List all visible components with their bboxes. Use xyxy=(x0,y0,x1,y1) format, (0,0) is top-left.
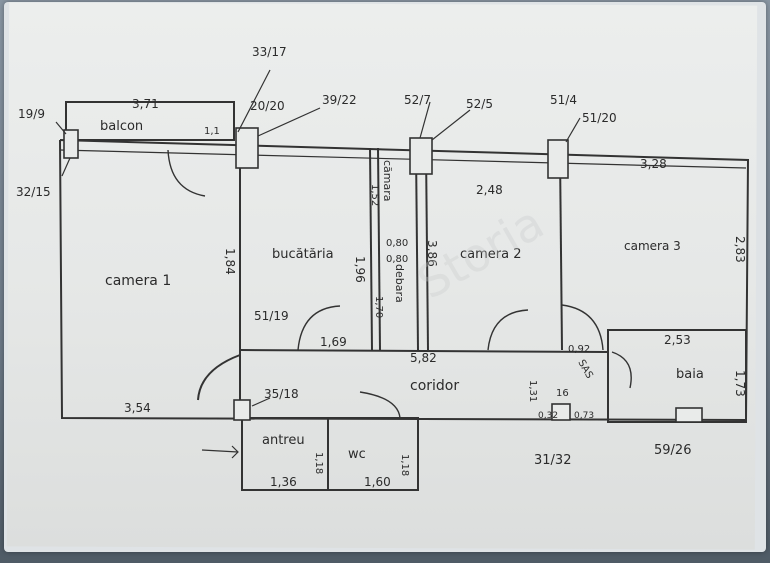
vent-labels: 19/9 32/15 33/17 20/20 39/22 52/7 52/5 5… xyxy=(16,45,691,468)
door-camera1 xyxy=(167,149,206,197)
label-kitchen: bucătăria xyxy=(272,247,334,262)
vent-label-6: 52/7 xyxy=(404,93,431,107)
dim-corridor-door: 0,92 xyxy=(568,344,590,355)
label-camera2: camera 2 xyxy=(460,247,522,262)
dim-kitchen-length: 1,69 xyxy=(320,335,347,349)
dim-corridor-stub: 1,31 xyxy=(527,380,538,402)
vent-shafts xyxy=(63,127,703,423)
vent-label-9: 51/20 xyxy=(582,111,617,125)
dim-balcony-width: 3,71 xyxy=(132,97,159,111)
vent-label-12: 31/32 xyxy=(534,453,571,468)
vent-label-1: 19/9 xyxy=(18,107,45,121)
dim-camera3-width: 3,28 xyxy=(640,157,667,171)
vent-label-3: 33/17 xyxy=(252,45,287,59)
dim-camera3-length: 2,83 xyxy=(733,236,747,263)
walls xyxy=(59,101,750,491)
vent-label-5: 39/22 xyxy=(322,93,357,107)
dim-corridor-length: 5,82 xyxy=(410,351,437,365)
label-bathroom: baia xyxy=(676,367,704,382)
label-camera1: camera 1 xyxy=(105,273,171,289)
dimension-labels: 3,71 1,1 1,84 3,54 1,69 1,96 1,52 0,80 0… xyxy=(124,97,747,489)
door-bath xyxy=(611,351,632,389)
label-pantry: cămara xyxy=(381,160,394,202)
label-entry: antreu xyxy=(262,433,305,448)
dim-wc-width: 1,60 xyxy=(364,475,391,489)
dim-bath-width: 2,53 xyxy=(664,333,691,347)
door-camera2 xyxy=(487,309,529,351)
vent-label-13: 59/26 xyxy=(654,443,691,458)
vent-label-11: 35/18 xyxy=(264,387,299,401)
vent-label-10: 51/19 xyxy=(254,309,289,323)
dim-wc-height: 1,18 xyxy=(399,454,410,476)
entrance-arrow xyxy=(201,449,239,453)
dim-storage-length: 1,70 xyxy=(373,296,384,318)
vent-label-8: 51/4 xyxy=(550,93,577,107)
dim-sas-small2: 0,73 xyxy=(574,411,594,421)
dim-bath-height: 1,73 xyxy=(733,370,747,397)
vent-label-4: 20/20 xyxy=(250,99,285,113)
vent-label-2: 32/15 xyxy=(16,185,51,199)
label-sas: SAS xyxy=(575,358,594,381)
dim-entry-width: 1,36 xyxy=(270,475,297,489)
dim-sas-small1: 0,32 xyxy=(538,411,558,421)
leader-lines xyxy=(55,69,581,459)
dim-camera1-length: 1,84 xyxy=(223,248,237,275)
door-kitchen xyxy=(297,305,341,351)
dim-camera1-width: 3,54 xyxy=(124,401,151,415)
label-storage: debara xyxy=(393,264,406,303)
dim-pantry-width: 0,80 xyxy=(386,238,408,249)
vent-label-7: 52/5 xyxy=(466,97,493,111)
door-wc xyxy=(359,391,401,419)
door-camera3 xyxy=(561,304,604,351)
dim-kitchen-height: 1,96 xyxy=(353,256,367,283)
dim-camera2-width: 2,48 xyxy=(476,183,503,197)
watermark: Storia xyxy=(409,195,553,309)
entry-wc-outline xyxy=(241,417,419,491)
doors xyxy=(167,149,632,419)
dim-sas-top: 16 xyxy=(556,388,569,399)
dim-pantry-length: 1,52 xyxy=(369,184,380,206)
dim-camera2-length: 3,86 xyxy=(425,240,439,267)
label-corridor: coridor xyxy=(410,378,459,394)
dim-storage-width: 0,80 xyxy=(386,254,408,265)
dim-entry-height: 1,18 xyxy=(313,452,324,474)
label-balcon: balcon xyxy=(100,119,143,134)
balcony-outline xyxy=(65,101,235,141)
dim-balcony-depth: 1,1 xyxy=(204,126,220,137)
label-wc: wc xyxy=(348,447,366,462)
label-camera3: camera 3 xyxy=(624,239,681,253)
